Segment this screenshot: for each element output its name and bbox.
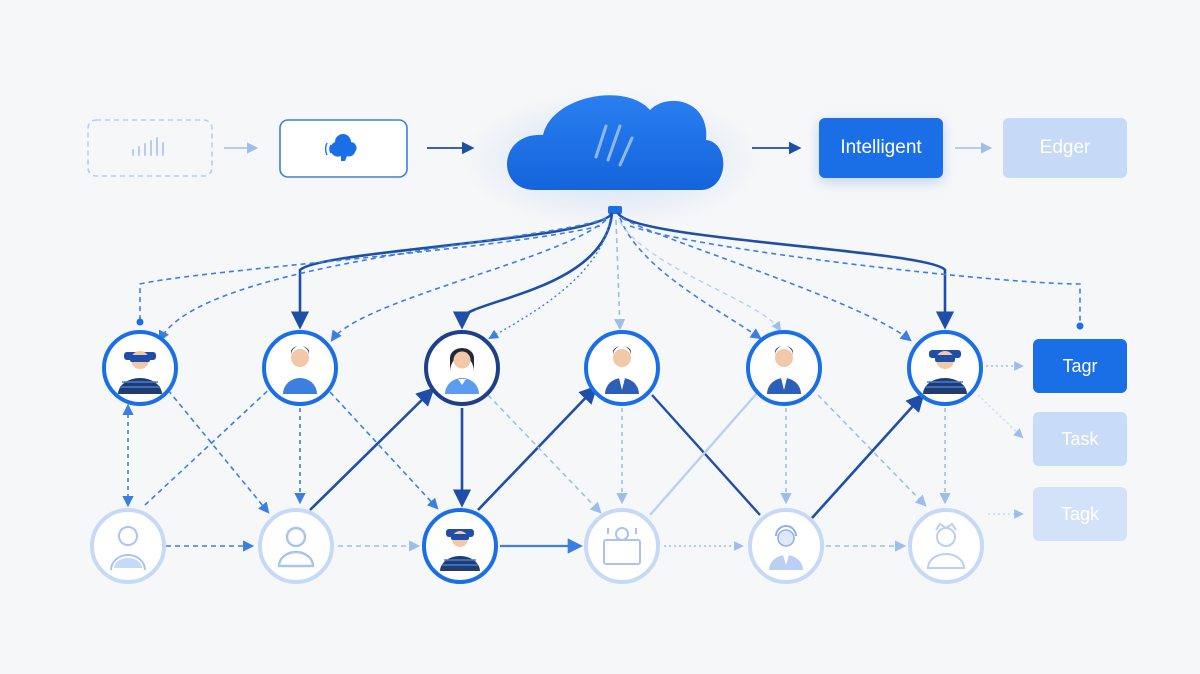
node-top-1[interactable] (102, 330, 178, 406)
sensor-box (87, 119, 213, 177)
task-box-task[interactable]: Task (1033, 412, 1127, 466)
task-label: Task (1061, 428, 1099, 449)
tagr-label: Tagr (1062, 355, 1098, 376)
task-box-tagk[interactable]: Tagk (1033, 487, 1127, 541)
node-bottom-1[interactable] (90, 508, 166, 584)
cloud-mark-icon (594, 124, 634, 167)
pipeline-row (87, 90, 993, 230)
cloud-links (136, 212, 1084, 343)
signal-bars-icon (132, 137, 164, 156)
person-avatar-icon (283, 346, 317, 394)
node-top-2[interactable] (262, 330, 338, 406)
node-bottom-2[interactable] (258, 508, 334, 584)
node-links (122, 361, 1024, 554)
person-avatar-icon (277, 526, 315, 568)
task-box-tagr[interactable]: Tagr (1033, 339, 1127, 393)
intelligent-label: Intelligent (840, 137, 922, 158)
node-top-4[interactable] (584, 330, 660, 406)
person-avatar-icon (110, 526, 146, 571)
edger-label: Edger (1039, 137, 1091, 158)
brain-chip-icon (324, 134, 357, 161)
tagk-label: Tagk (1060, 503, 1100, 524)
node-top-5[interactable] (746, 330, 822, 406)
node-bottom-4[interactable] (584, 508, 660, 584)
cloud-port (608, 206, 622, 214)
edger-box[interactable]: Edger (1003, 118, 1127, 178)
person-avatar-icon (445, 348, 479, 394)
robot-avatar-icon (923, 350, 967, 394)
node-top-3[interactable] (424, 330, 500, 406)
person-avatar-icon (605, 346, 639, 394)
robot-avatar-icon (440, 529, 480, 571)
node-bottom-6[interactable] (908, 508, 984, 584)
person-avatar-icon (926, 522, 966, 569)
node-bottom-5[interactable] (748, 508, 824, 584)
robot-avatar-icon (118, 351, 162, 394)
person-avatar-icon (769, 525, 803, 570)
intelligent-box[interactable]: Intelligent (819, 118, 943, 178)
node-top-6[interactable] (907, 330, 983, 406)
person-avatar-icon (767, 346, 801, 394)
robot-avatar-icon (603, 527, 641, 565)
node-bottom-3[interactable] (422, 508, 498, 584)
